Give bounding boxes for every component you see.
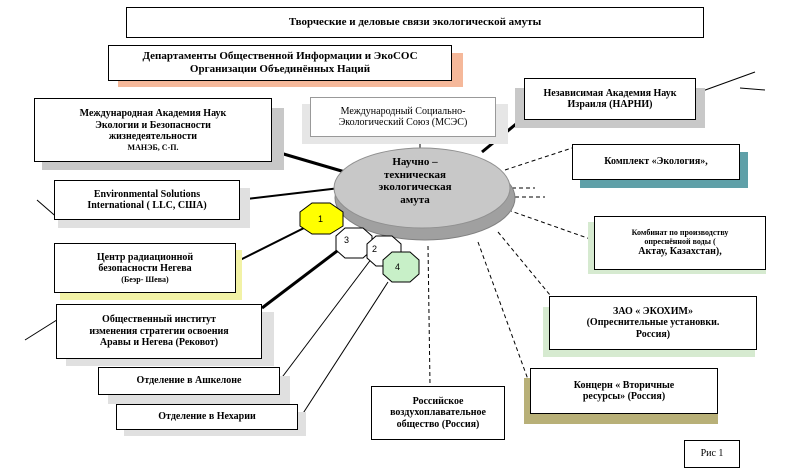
node-maneb-line-4: МАНЭБ, С-П.	[127, 142, 179, 152]
node-kombinat-line-2: опреснённой воды (	[644, 237, 716, 247]
connector-institute	[261, 243, 346, 310]
node-ashkelon: Отделение в Ашкелоне	[98, 367, 280, 395]
figure-label-text: Рис 1	[700, 448, 724, 460]
connector-ekohim	[497, 231, 551, 296]
node-vtor-line-2: ресурсы» (Россия)	[582, 391, 666, 402]
node-msoes-line-1: Международный Социально-	[340, 105, 466, 117]
node-ess-line-2: International ( LLC, США)	[87, 200, 207, 211]
connector-komplekt	[504, 147, 573, 171]
node-maneb: Международная Академия Наук Экологии и Б…	[34, 98, 272, 162]
node-nehari-line-1: Отделение в Нехарии	[158, 411, 256, 423]
node-narni: Независимая Академия Наук Израиля (НАРНИ…	[524, 78, 696, 120]
hub-label-line-1: Научно –	[392, 156, 438, 168]
connector-kombinat	[507, 209, 594, 241]
node-maneb-line-3: жизнедеятельности	[108, 131, 198, 143]
node-ekohim: ЗАО « ЭКОХИМ» (Опреснительные установки.…	[549, 296, 757, 350]
connector-institute-ext	[24, 317, 61, 341]
hub-label-line-3: экологическая	[378, 181, 452, 194]
marker-octagon-4	[382, 251, 420, 283]
connector-ess	[237, 187, 341, 201]
node-radiation: Центр радиационной безопасности Негева (…	[54, 243, 236, 293]
node-maneb-line-1: Международная Академия Наук	[79, 108, 227, 120]
marker-octagon-1	[299, 202, 344, 235]
marker-label-3: 3	[344, 235, 349, 245]
node-ekohim-line-2: (Опреснительные установки.	[586, 317, 720, 329]
node-aero-line-1: Российское	[412, 395, 464, 407]
node-msoes-line-2: Экологический Союз (МСЭС)	[338, 117, 468, 128]
marker-label-1: 1	[318, 214, 323, 224]
hub-label-line-4: амута	[400, 193, 430, 206]
node-radiation-line-1: Центр радиационной	[96, 251, 194, 263]
node-kombinat: Комбинат по производству опреснённой вод…	[594, 216, 766, 270]
node-komplekt-line-1: Комплект «Экология»,	[604, 156, 708, 168]
node-ess: Environmental Solutions International ( …	[54, 180, 240, 220]
diagram-title-text: Творческие и деловые связи экологической…	[288, 16, 542, 29]
node-radiation-line-2: безопасности Негева	[98, 263, 192, 275]
node-nehari: Отделение в Нехарии	[116, 404, 298, 430]
node-vtor-line-1: Концерн « Вторичные	[573, 379, 675, 391]
node-narni-line-2: Израиля (НАРНИ)	[567, 99, 653, 110]
node-departments: Департаменты Общественной Информации и Э…	[108, 45, 452, 81]
diagram-title: Творческие и деловые связи экологической…	[126, 7, 704, 38]
hub-top	[333, 147, 511, 229]
figure-label: Рис 1	[684, 440, 740, 468]
connector-nehari	[299, 281, 389, 419]
connector-vtor	[477, 241, 531, 386]
node-ekohim-line-3: Россия)	[635, 328, 671, 340]
connector-ashkelon	[279, 257, 373, 381]
node-departments-line-1: Департаменты Общественной Информации и Э…	[142, 50, 418, 63]
node-aero-line-3: общество (Россия)	[396, 418, 480, 430]
node-ess-line-1: Environmental Solutions	[93, 188, 201, 200]
node-aero: Российское воздухоплавательное общество …	[371, 386, 505, 440]
marker-label-4: 4	[395, 262, 400, 272]
node-maneb-line-2: Экологии и Безопасности	[95, 119, 211, 131]
node-radiation-line-3: (Беэр- Шева)	[121, 274, 169, 284]
marker-octagon-3	[335, 227, 373, 259]
node-institute-line-3: Аравы и Негева (Рековот)	[99, 337, 219, 349]
node-ashkelon-line-1: Отделение в Ашкелоне	[136, 375, 242, 387]
node-ekohim-line-1: ЗАО « ЭКОХИМ»	[613, 305, 693, 317]
hub-label-line-2: техническая	[384, 168, 446, 181]
node-narni-line-1: Независимая Академия Наук	[543, 87, 677, 99]
node-institute-line-2: изменения стратегии освоения	[89, 325, 229, 337]
connector-narni-ext-2	[739, 87, 766, 91]
node-departments-line-2: Организации Объединённых Наций	[189, 63, 371, 75]
connector-aero	[427, 245, 431, 386]
markers: 1 3 2 4	[299, 202, 420, 283]
connector-lines	[24, 71, 766, 419]
node-kombinat-line-1: Комбинат по производству	[631, 228, 729, 238]
connector-narni-ext-1	[696, 71, 756, 94]
node-msoes: Международный Социально- Экологический С…	[310, 97, 496, 137]
marker-label-2: 2	[372, 244, 377, 254]
hub-shape	[333, 147, 516, 241]
hub-label: Научно – техническая экологическая амута	[340, 156, 490, 207]
node-vtor: Концерн « Вторичные ресурсы» (Россия)	[530, 368, 718, 414]
node-aero-line-2: воздухоплавательное	[390, 407, 486, 419]
node-kombinat-line-3: Актау, Казахстан),	[638, 246, 722, 258]
node-institute: Общественный институт изменения стратеги…	[56, 304, 262, 359]
node-institute-line-1: Общественный институт	[102, 314, 216, 326]
node-komplekt: Комплект «Экология»,	[572, 144, 740, 180]
